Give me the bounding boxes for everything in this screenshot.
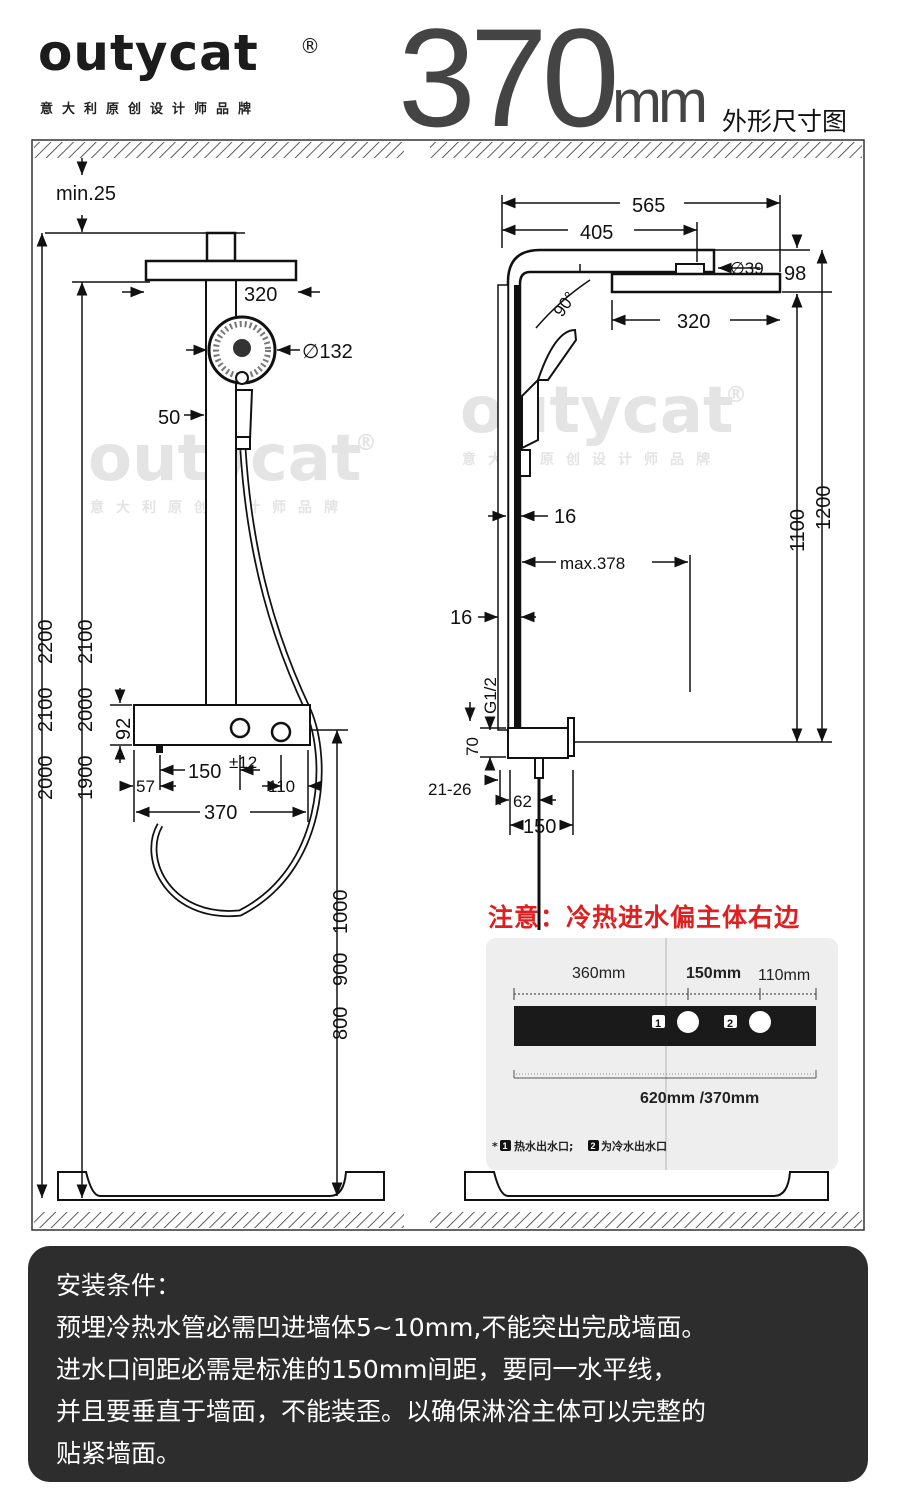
front-body-height-label: 92 [113, 718, 135, 740]
install-title: 安装条件： [56, 1271, 182, 1300]
rail-depth-top-label: 16 [554, 506, 576, 528]
install-conditions-card: 安装条件： 预埋冷热水管必需凹进墙体5~10mm,不能突出完成墙面。 进水口间距… [28, 1246, 868, 1482]
arm-length-total-label: 565 [632, 195, 665, 217]
min-clearance-label: min.25 [56, 183, 116, 205]
side-rain-head [610, 272, 782, 294]
handheld-reach-label: max.378 [560, 554, 625, 573]
height-1900-label: 1900 [75, 756, 97, 801]
side-rail-arm [506, 248, 716, 732]
side-thermostat-body [507, 727, 569, 759]
footnote-cold: 为冷水出水口 [601, 1139, 667, 1153]
thread-label: G1/2 [481, 677, 500, 714]
brand-tagline: 意大利原创设计师品牌 [40, 102, 261, 117]
page-title: 外形尺寸图 [722, 107, 848, 136]
left-inlet-offset-label: 57 [136, 777, 155, 796]
arm-diameter-label: ∅39 [730, 259, 764, 278]
inlet-panel-diagram: 360mm 150mm 110mm 1 2 620mm /370mm * 1 热… [492, 938, 817, 1170]
brand-logo: outycat [38, 24, 259, 82]
width-headline-unit: mm [612, 68, 708, 135]
height-1000-label: 1000 [330, 890, 352, 935]
rail-depth-bottom-label: 16 [450, 607, 472, 629]
head-mount [205, 231, 237, 263]
hand-shower [207, 315, 277, 450]
install-line: 进水口间距必需是标准的150mm间距，要同一水平线， [56, 1355, 678, 1384]
side-tray [464, 1171, 829, 1201]
inlet-spacing-label: 150 [188, 761, 221, 783]
rail-height-1100-label: 1100 [787, 509, 809, 552]
arm-angle-label: 90° [550, 288, 580, 320]
badge-2: 2 [727, 1018, 733, 1030]
front-view: min.25 320 ∅132 50 92 150 ±12 57 110 370… [35, 158, 385, 1201]
rail-height-1200-label: 1200 [813, 486, 835, 531]
left-dim-label: 360mm [572, 965, 625, 982]
side-body-height-label: 70 [463, 737, 482, 756]
rain-head [144, 259, 298, 282]
handheld-diameter-label: ∅132 [302, 341, 353, 363]
height-2000-label: 2000 [35, 756, 57, 801]
front-tray [57, 1171, 385, 1201]
height-2200-label: 2200 [35, 620, 57, 665]
height-2000b-label: 2000 [75, 688, 97, 733]
install-line: 贴紧墙面。 [56, 1439, 182, 1468]
registered-mark: ® [300, 34, 320, 58]
right-inlet-offset-label: 110 [268, 777, 295, 796]
footnote-badge-1: 1 [502, 1141, 507, 1151]
body-depth-label: 62 [513, 792, 532, 811]
drawing-frame [31, 139, 865, 1231]
inlet-position-panel: 360mm 150mm 110mm 1 2 620mm /370mm * 1 热… [486, 938, 838, 1170]
right-dim-label: 110mm [758, 967, 810, 984]
arm-length-label: 405 [580, 222, 613, 244]
height-800-label: 800 [330, 1007, 352, 1040]
rail-offset-label: 50 [158, 407, 180, 429]
height-2100-label: 2100 [35, 688, 57, 733]
install-line: 预埋冷热水管必需凹进墙体5~10mm,不能突出完成墙面。 [56, 1313, 707, 1342]
total-dim-label: 620mm /370mm [640, 1090, 759, 1107]
height-2100b-label: 2100 [75, 620, 97, 665]
footnote-asterisk: * [492, 1140, 498, 1153]
front-head-width-label: 320 [244, 284, 277, 306]
inlet-tolerance-label: ±12 [229, 753, 257, 772]
svg-text:®: ® [355, 431, 377, 456]
mid-dim-label: 150mm [686, 965, 741, 982]
footnote-badge-2: 2 [590, 1141, 595, 1151]
front-body-width-label: 370 [204, 802, 237, 824]
body-depth-total-label: 150 [523, 816, 556, 838]
svg-text:®: ® [725, 383, 747, 408]
install-line: 并且要垂直于墙面，不能装歪。以确保淋浴主体可以完整的 [56, 1397, 707, 1426]
side-head-width-label: 320 [677, 311, 710, 333]
wall-offset-label: 21-26 [428, 780, 471, 799]
inlet-offset-notice: 注意：冷热进水偏主体右边 [488, 903, 801, 932]
side-view: 565 405 ∅39 98 90° 320 16 max.378 16 G1/… [428, 195, 835, 1201]
badge-1: 1 [655, 1018, 661, 1030]
side-head-height-label: 98 [784, 263, 806, 285]
width-headline-number: 370 [398, 0, 620, 156]
height-900-label: 900 [330, 953, 352, 986]
footnote-hot: 热水出水口; [514, 1139, 573, 1153]
